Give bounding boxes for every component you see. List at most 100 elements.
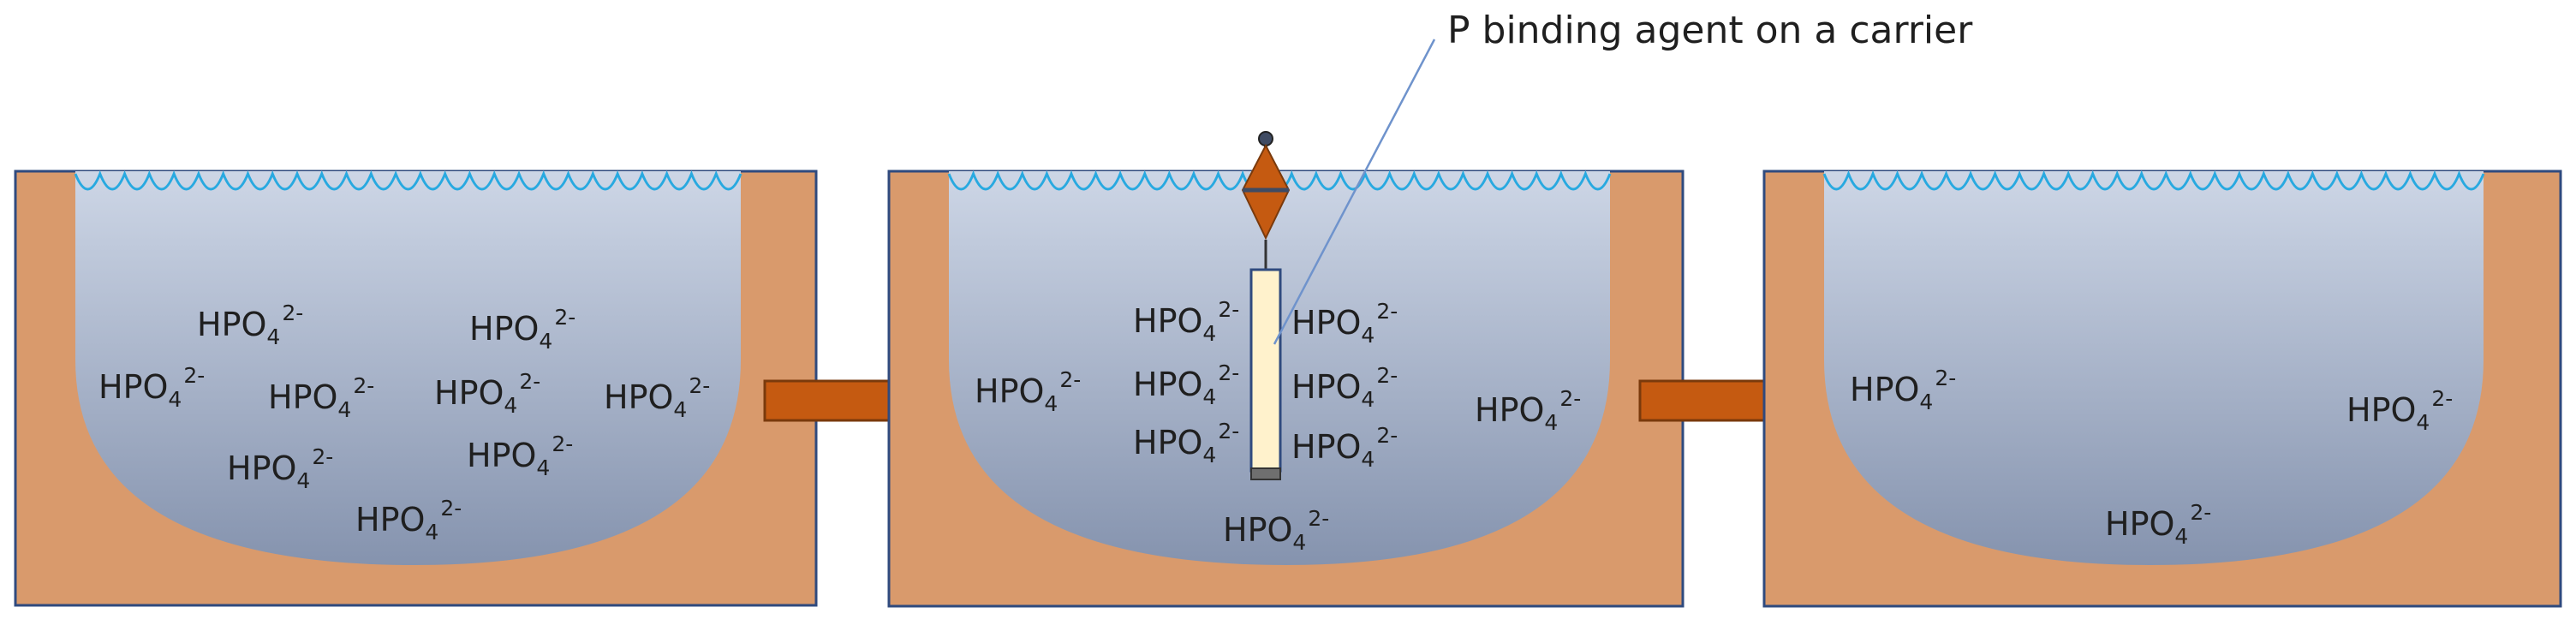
phosphate-ion-label: HPO42- [98,363,205,412]
ion-subscript: 4 [1919,390,1933,414]
ion-superscript: 2- [1935,366,1956,390]
ion-subscript: 4 [504,393,517,418]
phosphate-ion-label: HPO42- [469,305,575,354]
phosphate-ion: HPO42- [227,444,333,493]
water-waves [1822,170,2485,191]
phosphate-ion-label: HPO42- [1291,299,1398,348]
ion-subscript: 4 [1202,443,1216,467]
phosphate-ion-label: HPO42- [1133,297,1239,346]
water-body [75,171,741,565]
phosphate-ion-label: HPO42- [467,432,573,480]
buoy-top-icon [1258,131,1273,146]
phosphate-ion-label: HPO42- [2346,386,2453,435]
ion-base: HPO [1291,304,1361,342]
ion-subscript: 4 [2174,524,2188,549]
ion-superscript: 2- [2431,386,2453,411]
phosphate-ion-label: HPO42- [975,367,1081,416]
ion-subscript: 4 [1544,410,1558,435]
ion-base: HPO [98,368,168,406]
ion-superscript: 2- [1218,297,1239,322]
ion-base: HPO [2105,505,2174,543]
ion-subscript: 4 [1202,321,1216,346]
ion-superscript: 2- [1376,363,1398,388]
phosphate-ion-label: HPO42- [1133,360,1239,409]
ion-superscript: 2- [282,301,303,325]
ion-superscript: 2- [353,373,374,398]
ion-subscript: 4 [337,397,351,422]
ion-superscript: 2- [689,373,710,398]
phosphate-ion: HPO42- [604,373,710,422]
ion-subscript: 4 [1292,530,1306,555]
phosphate-ion: HPO42- [98,363,205,412]
ion-base: HPO [1291,428,1361,466]
ion-base: HPO [1223,511,1292,549]
phosphate-ion: HPO42- [1291,299,1398,348]
phosphate-ion: HPO42- [467,432,573,480]
phosphate-ion-label: HPO42- [604,373,710,422]
phosphate-ion: HPO42- [1133,419,1239,467]
phosphate-ion: HPO42- [1475,386,1581,435]
ion-base: HPO [434,374,504,412]
phosphate-ion: HPO42- [355,496,462,545]
phosphate-ion: HPO42- [1850,366,1956,414]
ion-base: HPO [1133,366,1202,403]
phosphate-ion: HPO42- [434,369,540,418]
ion-base: HPO [467,437,536,474]
ion-superscript: 2- [1059,367,1081,392]
phosphate-ion: HPO42- [268,373,374,422]
ion-subscript: 4 [296,468,310,493]
phosphate-ion: HPO42- [2346,386,2453,435]
phosphate-ion-label: HPO42- [1291,423,1398,472]
ion-superscript: 2- [519,369,540,394]
p-binding-carrier [1249,268,1282,473]
ion-base: HPO [469,310,539,348]
phosphate-ion-label: HPO42- [434,369,540,418]
phosphate-ion: HPO42- [1291,423,1398,472]
phosphate-ion: HPO42- [975,367,1081,416]
ion-subscript: 4 [1044,391,1058,416]
phosphate-ion-label: HPO42- [1133,419,1239,467]
ion-subscript: 4 [1202,384,1216,409]
ion-subscript: 4 [168,387,182,412]
ion-subscript: 4 [539,329,552,354]
phosphate-ion: HPO42- [2105,500,2211,549]
pond-panel-during: HPO42- HPO42- HPO42- HPO42- HPO42- HPO42… [887,131,1685,608]
ion-base: HPO [197,306,266,343]
ion-base: HPO [355,501,425,539]
ion-superscript: 2- [312,444,333,469]
ion-subscript: 4 [1361,447,1374,472]
ion-superscript: 2- [1218,419,1239,443]
phosphate-ion-label: HPO42- [1850,366,1956,414]
carrier-weight [1250,467,1281,480]
ion-superscript: 2- [1376,299,1398,324]
phosphate-ion-label: HPO42- [197,301,303,349]
ion-base: HPO [1291,368,1361,406]
ion-superscript: 2- [1308,506,1329,531]
water-waves [74,170,742,191]
callout-leader-line [1273,39,1436,345]
ion-superscript: 2- [2190,500,2211,525]
ion-base: HPO [227,449,296,487]
ion-subscript: 4 [1361,323,1374,348]
phosphate-ion-label: HPO42- [355,496,462,545]
phosphate-ion: HPO42- [1291,363,1398,412]
phosphate-ion-label: HPO42- [1291,363,1398,412]
ion-base: HPO [2346,391,2416,429]
ion-superscript: 2- [440,496,462,521]
pond-panel-before: HPO42- HPO42- HPO42- HPO42- HPO42- HPO42… [14,170,818,607]
ion-base: HPO [1133,302,1202,340]
ion-base: HPO [1475,391,1544,429]
pond-panel-after: HPO42- HPO42- HPO42- [1762,170,2562,608]
phosphate-ion: HPO42- [1133,297,1239,346]
ion-subscript: 4 [1361,387,1374,412]
ion-superscript: 2- [1218,360,1239,385]
phosphate-ion-label: HPO42- [1223,506,1329,555]
phosphate-ion-label: HPO42- [268,373,374,422]
ion-base: HPO [1850,371,1919,408]
ion-subscript: 4 [2416,410,2430,435]
phosphate-ion: HPO42- [197,301,303,349]
ion-base: HPO [1133,424,1202,461]
ion-superscript: 2- [552,432,573,456]
ion-subscript: 4 [536,455,550,480]
phosphate-ion-label: HPO42- [2105,500,2211,549]
